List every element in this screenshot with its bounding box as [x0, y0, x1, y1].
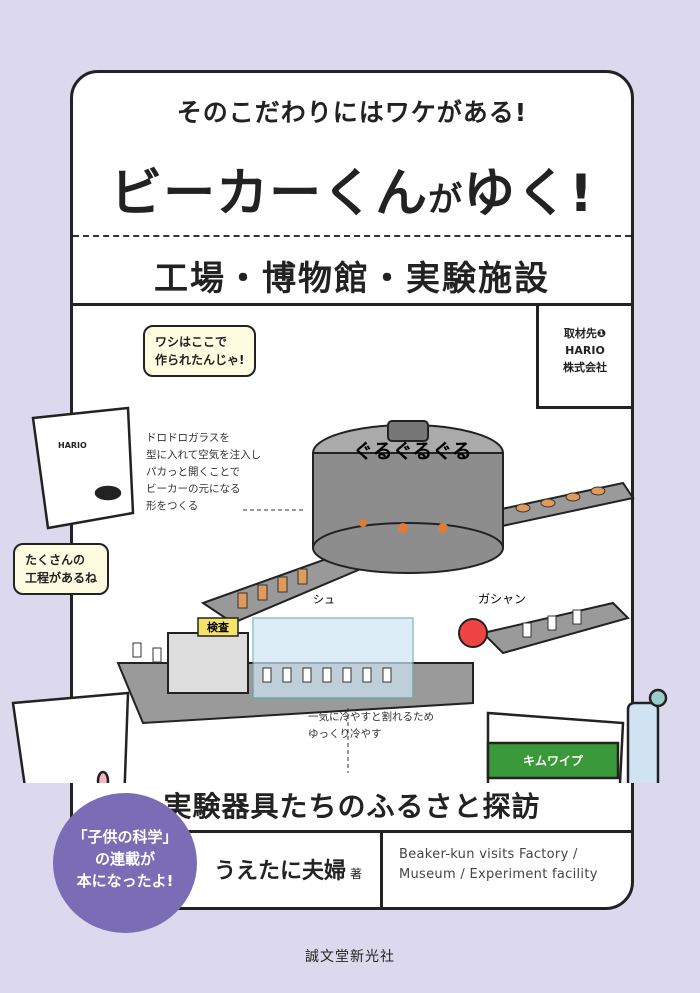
inspection-booth — [167, 632, 249, 694]
inspection-sign: 検査 — [207, 620, 229, 634]
kimwipe-box: キムワイプ — [486, 711, 625, 783]
red-gauge-machine — [458, 618, 488, 648]
cooling-chamber — [252, 617, 414, 699]
publisher: 誠文堂新光社 — [305, 949, 395, 965]
note-line: 型に入れて空気を注入し — [146, 449, 262, 461]
note-cool: 一気に冷やすと割れるため ゆっくり冷やす — [308, 709, 434, 743]
factory-illustration: 検査 ぐるぐるぐる ガシャン シュ HARIO キムワイプ — [11, 406, 668, 783]
author: うえたに夫婦著 — [73, 830, 383, 910]
machine-bottom — [312, 522, 504, 574]
source-label-line: 取材先❶ — [563, 327, 607, 340]
conveyor-top-right — [481, 481, 635, 530]
sfx-spin: ぐるぐるぐる — [353, 439, 472, 463]
badge-line: 「子供の科学」 — [72, 828, 178, 846]
book-cover: そのこだわりにはワケがある! ビーカーくんがゆく! 工場・博物館・実験施設 検査… — [11, 70, 668, 910]
note-line: ゆっくり冷やす — [308, 728, 382, 740]
source-label-line: HARIO — [565, 344, 605, 357]
badge-line: 本になったよ! — [76, 872, 174, 890]
beaker-kun-character: HARIO — [31, 406, 135, 530]
book-title: ビーカーくんがゆく! — [73, 151, 631, 226]
bubble-line: ワシはここで — [155, 335, 228, 349]
source-label: 取材先❶ HARIO 株式会社 — [536, 303, 631, 409]
divider — [73, 830, 631, 833]
pipette-character — [626, 688, 668, 783]
serial-badge: 「子供の科学」 の連載が 本になったよ! — [58, 798, 192, 928]
tissue-label: キムワイプ — [523, 753, 584, 768]
speech-bubble-1: ワシはここで 作られたんじゃ! — [143, 325, 257, 377]
english-title: Beaker-kun visits Factory / Museum / Exp… — [399, 845, 598, 885]
molten-glass-drops — [359, 519, 448, 533]
bottom-title: 実験器具たちのふるさと探訪 — [163, 790, 541, 823]
title-end: ゆく! — [463, 164, 594, 224]
subtitle: 工場・博物館・実験施設 — [154, 259, 550, 299]
badge-line: の連載が — [94, 850, 155, 868]
bubble-line: 作られたんじゃ! — [155, 353, 245, 367]
english-title-line: Beaker-kun visits Factory / — [399, 847, 578, 862]
note-line: パカっと開くことで — [146, 466, 241, 478]
sfx-clank: ガシャン — [478, 592, 526, 606]
title-main: ビーカーくん — [110, 164, 429, 224]
title-particle: が — [428, 180, 464, 220]
bubble-line: 工程があるね — [25, 571, 98, 585]
note-line: 形をつくる — [146, 500, 199, 512]
note-mold: ドロドロガラスを 型に入れて空気を注入し パカっと開くことで ビーカーの元になる… — [146, 430, 261, 515]
bubble-line: たくさんの — [25, 553, 86, 567]
beaker-rows — [132, 609, 582, 683]
machine-cap — [387, 420, 429, 442]
beaker-label: HARIO — [58, 441, 87, 450]
beaker-character-2 — [11, 691, 130, 783]
author-name: うえたに夫婦 — [213, 859, 346, 884]
note-line: ドロドロガラスを — [146, 432, 230, 444]
note-line: ビーカーの元になる — [146, 483, 241, 495]
sfx-shu: シュ — [313, 593, 335, 606]
orange-beakers — [237, 486, 606, 609]
divider — [73, 303, 631, 306]
dashed-divider — [73, 235, 631, 237]
english-title-line: Museum / Experiment facility — [399, 867, 598, 882]
note-line: 一気に冷やすと割れるため — [308, 711, 434, 723]
source-label-line: 株式会社 — [563, 361, 607, 374]
catchphrase: そのこだわりにはワケがある! — [176, 98, 528, 127]
author-suffix: 著 — [349, 867, 362, 881]
speech-bubble-2: たくさんの 工程があるね — [13, 543, 110, 595]
